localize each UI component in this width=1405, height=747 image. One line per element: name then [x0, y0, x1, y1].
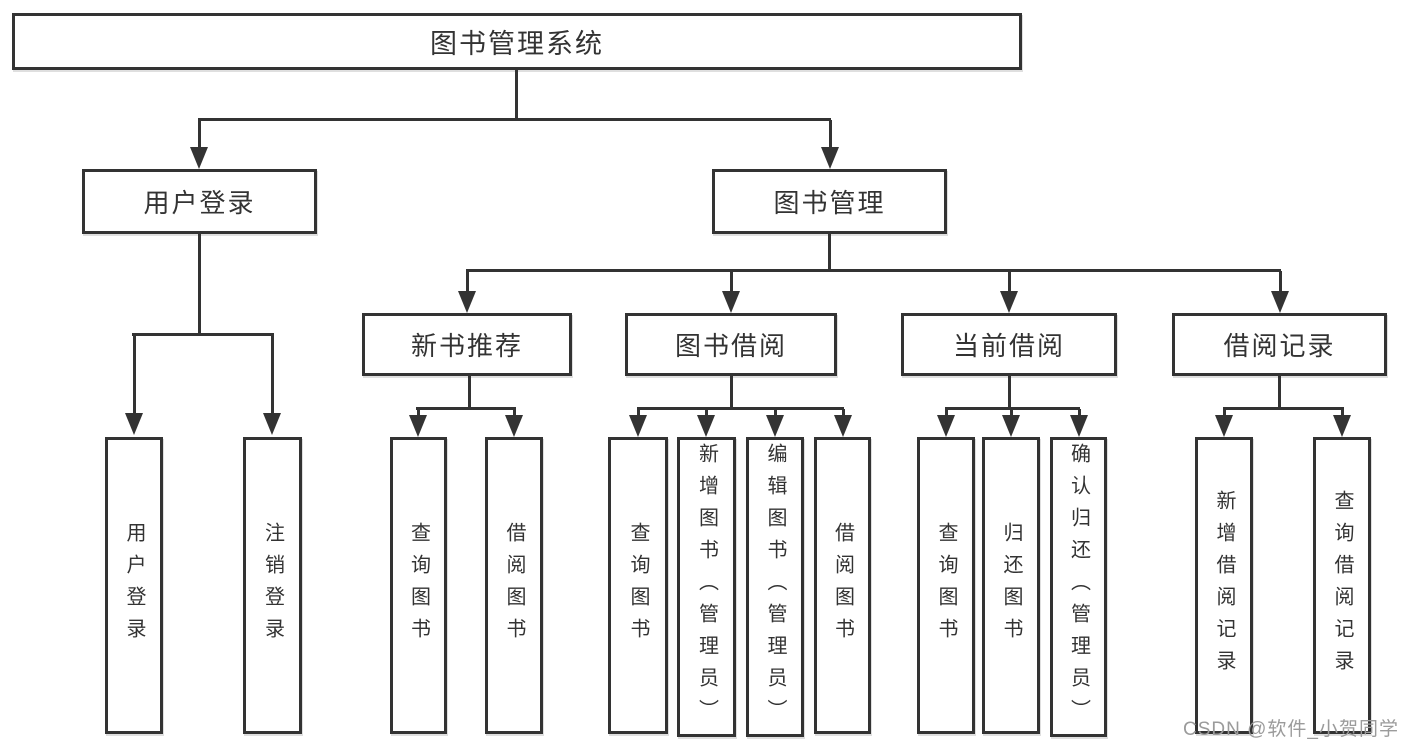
leaf-add-borrow-record: 新增借阅记录 — [1195, 437, 1253, 734]
arrow-to-new-book-recommend — [458, 271, 476, 313]
node-label: 图书管理系统 — [430, 29, 604, 59]
leaf-query-books-current: 查询图书 — [917, 437, 975, 734]
node-label: 查询借阅记录 — [1331, 489, 1353, 682]
node-user-login: 用户登录 — [82, 169, 317, 234]
connector-borrow-records-stem — [1278, 375, 1281, 409]
leaf-edit-books-admin: 编辑图书（管理员） — [746, 437, 804, 737]
node-label: 新增借阅记录 — [1213, 489, 1235, 682]
node-label: 查询图书 — [407, 521, 430, 650]
arrow-to-return-books — [1002, 409, 1020, 437]
node-label: 归还图书 — [1000, 521, 1022, 650]
connector-user-login-stem — [198, 233, 201, 335]
connector-book-management-stem — [828, 233, 831, 271]
node-label: 借阅记录 — [1223, 331, 1336, 361]
node-label: 用户登录 — [143, 188, 256, 218]
arrow-to-borrow-records — [1271, 271, 1289, 313]
connector-new-book-recommend-bar — [416, 407, 516, 410]
arrow-to-borrow-books — [834, 409, 852, 437]
node-label: 借阅图书 — [831, 521, 854, 650]
connector-current-borrow-bar — [945, 407, 1080, 410]
arrow-to-book-management — [821, 120, 839, 169]
arrow-to-add-borrow-record — [1215, 409, 1233, 437]
arrow-to-query-books-borrow — [629, 409, 647, 437]
arrow-to-leaf-user-login — [125, 335, 143, 435]
node-label: 新书推荐 — [410, 331, 523, 361]
node-new-book-recommend: 新书推荐 — [362, 313, 572, 376]
leaf-borrow-books-recommend: 借阅图书 — [485, 437, 543, 734]
arrow-to-edit-books — [766, 409, 784, 437]
node-label: 确认归还（管理员） — [1067, 443, 1090, 731]
node-label: 查询图书 — [627, 521, 649, 650]
leaf-query-books-recommend: 查询图书 — [390, 437, 447, 734]
connector-user-login-bar — [132, 333, 274, 336]
node-label: 图书管理 — [773, 188, 886, 218]
node-label: 编辑图书（管理员） — [764, 443, 786, 731]
connector-borrow-records-bar — [1223, 407, 1344, 410]
arrow-to-user-login — [190, 120, 208, 169]
connector-current-borrow-stem — [1008, 375, 1011, 409]
node-book-borrow: 图书借阅 — [625, 313, 837, 376]
csdn-watermark: CSDN @软件_小贺同学 — [1183, 719, 1399, 740]
arrow-to-query-books-recommend — [409, 409, 427, 437]
leaf-confirm-return-admin: 确认归还（管理员） — [1050, 437, 1107, 737]
node-label: 借阅图书 — [503, 521, 525, 650]
node-label: 图书借阅 — [674, 331, 787, 361]
connector-new-book-recommend-stem — [468, 375, 471, 409]
leaf-add-books-admin: 新增图书（管理员） — [677, 437, 736, 737]
connector-root-stem — [515, 70, 518, 120]
leaf-return-books: 归还图书 — [982, 437, 1040, 734]
arrow-to-borrow-books-recommend — [505, 409, 523, 437]
node-label: 注销登录 — [261, 521, 284, 650]
arrow-to-add-books — [697, 409, 715, 437]
leaf-query-books-borrow: 查询图书 — [608, 437, 668, 734]
arrow-to-current-borrow — [1000, 271, 1018, 313]
node-current-borrow: 当前借阅 — [901, 313, 1117, 376]
leaf-user-login: 用户登录 — [105, 437, 163, 734]
leaf-query-borrow-record: 查询借阅记录 — [1313, 437, 1371, 734]
connector-book-management-bar — [466, 269, 1281, 272]
arrow-to-confirm-return — [1070, 409, 1088, 437]
arrow-to-leaf-logout — [263, 335, 281, 435]
arrow-to-query-borrow-record — [1333, 409, 1351, 437]
node-label: 新增图书（管理员） — [695, 443, 718, 731]
leaf-logout: 注销登录 — [243, 437, 302, 734]
node-label: 用户登录 — [123, 521, 145, 650]
connector-book-borrow-bar — [637, 407, 844, 410]
leaf-borrow-books: 借阅图书 — [814, 437, 871, 734]
node-borrow-records: 借阅记录 — [1172, 313, 1387, 376]
node-library-management-system: 图书管理系统 — [12, 13, 1022, 70]
connector-book-borrow-stem — [730, 375, 733, 409]
node-book-management: 图书管理 — [712, 169, 947, 234]
node-label: 查询图书 — [935, 521, 957, 650]
connector-root-bar — [198, 118, 831, 121]
arrow-to-query-books-current — [937, 409, 955, 437]
node-label: 当前借阅 — [952, 331, 1065, 361]
arrow-to-book-borrow — [722, 271, 740, 313]
